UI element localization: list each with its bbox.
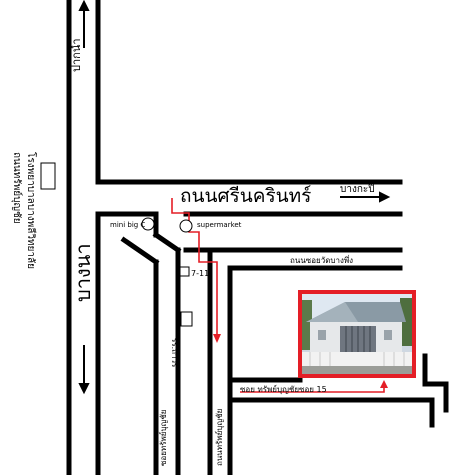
label-big-c: mini big C: [110, 221, 145, 229]
route-path: [171, 198, 388, 393]
label-bang-kapi: บางกะปิ: [340, 184, 375, 195]
arrow-up-icon: [78, 0, 90, 48]
label-wat-bang-pueng: ถนนซอยวัดบางพึ่ง: [290, 254, 353, 265]
label-soi-15: ซอย ทรัพย์บุญชัยซอย 15: [240, 384, 327, 394]
seven-eleven-marker: [179, 266, 190, 277]
label-soi-a: ซอยทรัพย์บุญชัย: [158, 410, 168, 466]
label-left-vertical-1: โรงพยาบาลบางพลีวิทยาลัย: [25, 152, 38, 269]
left-building-marker: [40, 162, 56, 190]
label-seven-eleven: 7-11: [191, 269, 209, 278]
school-marker: [180, 311, 193, 327]
big-c-marker: [141, 217, 155, 231]
label-left-vertical-2: ถนนทรัพย์บุญชัย: [11, 152, 23, 224]
road-diagonal-inner: [152, 231, 182, 254]
label-srinakarin: ถนนศรีนครินทร์: [180, 185, 311, 207]
supermarket-marker: [179, 219, 193, 233]
house-photo: [298, 290, 416, 378]
direction-arrows: [78, 0, 391, 395]
arrow-down-icon: [78, 345, 90, 395]
label-bangna: บางนา: [71, 243, 95, 302]
label-school: รร.ถาวิร: [170, 338, 179, 368]
arrow-right-icon: [340, 191, 391, 203]
road-diagonal-outer: [120, 236, 160, 266]
label-soi-b: ถนนทรัพย์บุญชัย: [214, 409, 224, 466]
road-network: [66, 0, 449, 475]
label-supermarket: supermarket: [197, 221, 242, 229]
label-pak-nam: ปากน้ำ: [68, 38, 83, 72]
